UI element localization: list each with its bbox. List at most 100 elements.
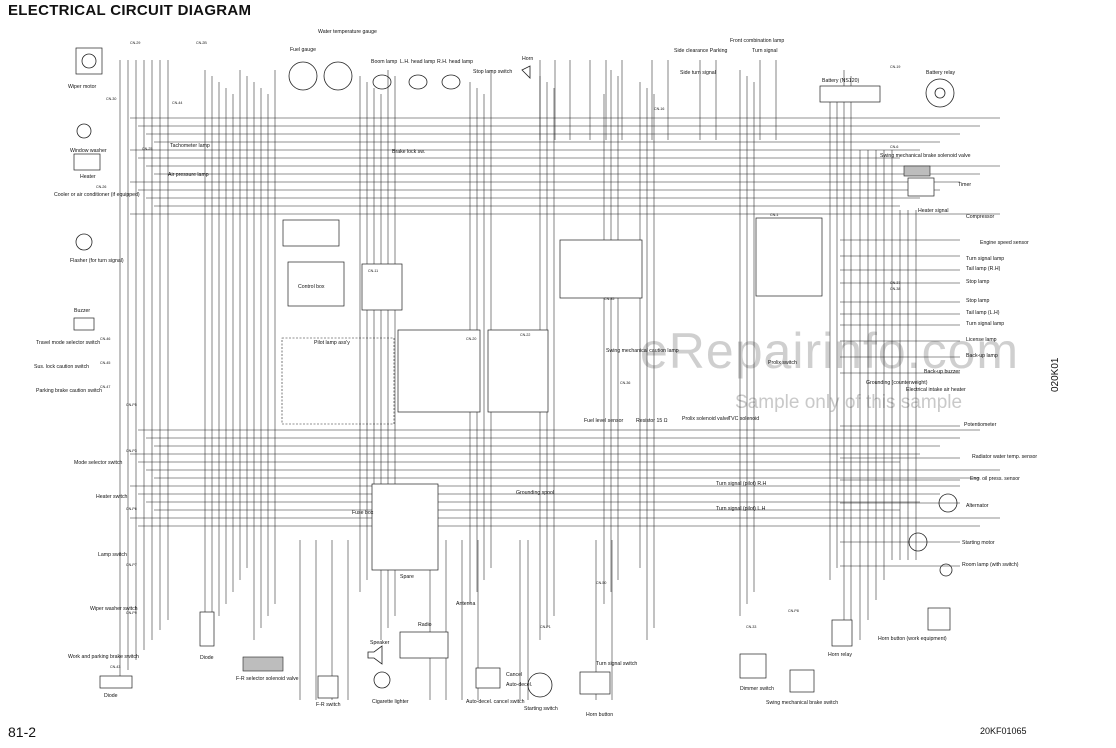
battery: Battery (NS120) [819, 78, 881, 103]
auto-decel-cancel-switch: Auto-decel. cancel switch Cancel Auto-de… [466, 667, 532, 705]
front-combination-label: Front combination lamp [730, 38, 784, 44]
svg-text:Battery (NS120): Battery (NS120) [822, 78, 859, 84]
heater-signal-label: Heater signal [918, 208, 949, 214]
watermark-text: eRepairinfo.com [640, 323, 1020, 379]
resistor-label: Resistor 15 Ω [636, 418, 668, 424]
svg-text:Pilot lamp ass'y: Pilot lamp ass'y [314, 340, 350, 346]
svg-text:Dimmer switch: Dimmer switch [740, 686, 774, 692]
connector-label: CN-44 [172, 101, 182, 105]
svg-text:F-R switch: F-R switch [316, 702, 341, 708]
potentiometer-label: Potentiometer [964, 422, 997, 428]
fuel-gauge: Fuel gauge [288, 47, 318, 91]
work-parking-brake-label: Work and parking brake switch [68, 654, 139, 660]
connector-label: CN-30 [106, 97, 116, 101]
swing-mech-valve-label: Swing mechanical brake solenoid valve [880, 153, 971, 159]
connector-label: CN-P7 [126, 563, 137, 567]
connector-label: CN-25 [142, 147, 152, 151]
fuse-box: Fuse box Spare [352, 483, 439, 580]
horn-button-work: Horn button (work equipment) [878, 607, 951, 642]
speaker: Speaker [367, 640, 390, 665]
radio: Radio [399, 622, 449, 659]
svg-text:Swing mechanical brake switch: Swing mechanical brake switch [766, 700, 838, 706]
connector-label: CN-P6 [126, 507, 137, 511]
connector-label: CN-26 [96, 185, 106, 189]
side-turn-signal-label: Side turn signal [680, 70, 716, 76]
travel-mode-label: Travel mode selector switch [36, 340, 100, 346]
oil-press-sensor-label: Eng. oil press. sensor [970, 476, 1020, 482]
tvc-solenoid-label: TVC solenoid [728, 416, 759, 422]
prolix-switch-label: Prolix switch [768, 360, 797, 366]
svg-text:R.H. head lamp: R.H. head lamp [437, 59, 473, 65]
svg-text:Starting motor: Starting motor [962, 540, 995, 546]
svg-text:Alternator: Alternator [966, 503, 989, 509]
diode-left: Diode [99, 675, 133, 699]
connector-label: CN-P3 [126, 449, 137, 453]
watermark-subtext: Sample only of this sample [735, 392, 963, 413]
connector-label: CN-11 [368, 269, 378, 273]
connector-label: CN-22 [520, 333, 530, 337]
connector-label: CN-P1 [540, 625, 551, 629]
connector-label: CN-29 [130, 41, 140, 45]
svg-text:Spare: Spare [400, 574, 414, 580]
svg-text:Timer: Timer [958, 182, 971, 188]
wiper-motor: Wiper motor [68, 47, 103, 90]
svg-text:Fuse box: Fuse box [352, 510, 374, 516]
water-temperature-gauge: Water temperature gauge [318, 29, 377, 91]
turn-signal-rh-label: Turn signal (pilot) R.H [716, 481, 767, 487]
air-pressure-lamp-label: Air pressure lamp [168, 172, 209, 178]
connector-label: CN-6 [890, 145, 898, 149]
tail-lamp-lh-label: Tail lamp (L.H) [966, 310, 1000, 316]
swing-mech-caution-label: Swing mechanical caution lamp [606, 348, 679, 354]
svg-text:Horn button: Horn button [586, 712, 613, 718]
svg-text:Battery relay: Battery relay [926, 70, 956, 76]
turn-signal-lamp2-label: Turn signal lamp [966, 321, 1004, 327]
radiator-sensor-label: Radiator water temp. sensor [972, 454, 1037, 460]
rh-head-lamp: R.H. head lamp [437, 59, 473, 90]
license-lamp-label: License lamp [966, 337, 997, 343]
lamp-switch-label: Lamp switch [98, 552, 127, 558]
connector-label: CN-1 [770, 213, 778, 217]
intake-heater-label: Electrical intake air heater [906, 387, 966, 393]
stop-lamp-l-label: Stop lamp [966, 298, 989, 304]
page-number: 81-2 [8, 724, 37, 740]
connector-label: CN-P8 [788, 609, 799, 613]
connector-label: CN-19 [890, 65, 900, 69]
svg-text:Window washer: Window washer [70, 148, 107, 154]
battery-relay: Battery relay [925, 70, 956, 108]
svg-text:Turn signal switch: Turn signal switch [596, 661, 637, 667]
connector-label: CN-20 [466, 337, 476, 341]
svg-text:Control box: Control box [298, 284, 325, 290]
heater-switch-label: Heater switch [96, 494, 128, 500]
mode-selector-label: Mode selector switch [74, 460, 123, 466]
dimmer-switch: Dimmer switch [739, 653, 774, 692]
connector-label: CN-47 [100, 385, 110, 389]
connector-label: CN-46 [100, 337, 110, 341]
buzzer: Buzzer [73, 308, 95, 331]
svg-text:Fuel gauge: Fuel gauge [290, 47, 316, 53]
alternator: Alternator [938, 493, 989, 513]
connector-cn-20 [397, 329, 481, 413]
brake-lock-label: Brake lock sw. [392, 149, 425, 155]
svg-text:Water temperature gauge: Water temperature gauge [318, 29, 377, 35]
page-title: ELECTRICAL CIRCUIT DIAGRAM [8, 2, 252, 19]
svg-text:Heater: Heater [80, 174, 96, 180]
svg-text:Cigarette lighter: Cigarette lighter [372, 699, 409, 705]
grounding-label: Grounding spool [516, 490, 554, 496]
svg-text:Boom lamp: Boom lamp [371, 59, 397, 65]
window-washer: Window washer [70, 123, 107, 154]
lh-head-lamp: L.H. head lamp [400, 59, 435, 90]
engine-speed-sensor-label: Engine speed sensor [980, 240, 1029, 246]
starting-motor: Starting motor [908, 532, 995, 552]
connector-label: CN-38 [890, 287, 900, 291]
stop-lamp-r-label: Stop lamp [966, 279, 989, 285]
connector-label: CN-45 [100, 361, 110, 365]
connector-label: CN-50 [596, 581, 606, 585]
fuel-level-sensor-label: Fuel level sensor [584, 418, 623, 424]
backup-buzzer-label: Back-up buzzer [924, 369, 960, 375]
connector-cn-1 [755, 217, 823, 297]
connector-cn-35 [559, 239, 643, 299]
svg-text:Auto-decel. cancel switch: Auto-decel. cancel switch [466, 699, 525, 705]
